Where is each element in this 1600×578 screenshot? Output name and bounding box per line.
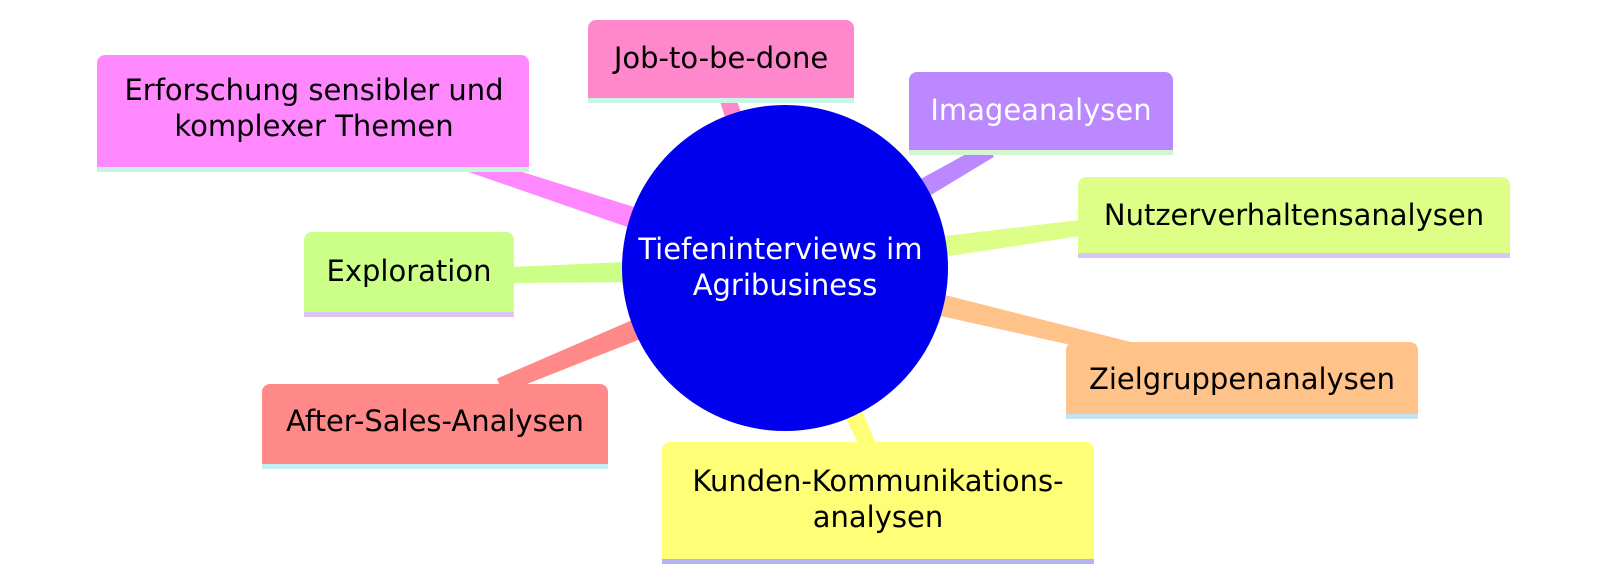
center-label-line-2: Agribusiness — [693, 268, 878, 302]
node-label-job-to-be-done-line-1: Job-to-be-done — [612, 41, 828, 75]
node-underline-imageanalysen — [909, 150, 1173, 155]
node-underline-zielgruppenanalysen — [1066, 414, 1418, 419]
center-node: Tiefeninterviews im Agribusiness — [622, 105, 948, 431]
node-underline-job-to-be-done — [588, 98, 854, 103]
node-label-after-sales-analysen-line-1: After-Sales-Analysen — [286, 404, 584, 438]
node-label-kunden-kommunikationsanalysen-line-1: Kunden-Kommunikations- — [692, 464, 1063, 498]
node-box-base-job-to-be-done — [588, 88, 854, 98]
node-label-nutzerverhaltensanalysen-line-1: Nutzerverhaltensanalysen — [1104, 198, 1484, 232]
node-box-base-exploration — [304, 302, 514, 312]
node-box-zielgruppenanalysen — [1066, 342, 1418, 414]
node-label-nutzerverhaltensanalysen: Nutzerverhaltensanalysen — [1104, 198, 1484, 232]
node-after-sales-analysen: After-Sales-Analysen — [262, 384, 608, 469]
center-label: Tiefeninterviews im Agribusiness — [637, 232, 931, 302]
node-label-imageanalysen: Imageanalysen — [930, 93, 1151, 127]
node-box-after-sales-analysen — [262, 384, 608, 464]
node-exploration: Exploration — [304, 232, 514, 317]
node-underline-erforschung — [97, 167, 529, 172]
node-box-imageanalysen — [909, 72, 1173, 150]
node-label-after-sales-analysen: After-Sales-Analysen — [286, 404, 584, 438]
node-label-zielgruppenanalysen-line-1: Zielgruppenanalysen — [1089, 362, 1395, 396]
node-label-kunden-kommunikationsanalysen-line-2: analysen — [813, 500, 943, 534]
node-underline-nutzerverhaltensanalysen — [1078, 253, 1510, 258]
node-box-kunden-kommunikationsanalysen — [662, 442, 1094, 559]
node-box-base-nutzerverhaltensanalysen — [1078, 243, 1510, 253]
node-nutzerverhaltensanalysen: Nutzerverhaltensanalysen — [1078, 177, 1510, 258]
node-box-base-zielgruppenanalysen — [1066, 404, 1418, 414]
node-box-job-to-be-done — [588, 20, 854, 98]
node-label-erforschung-line-1: Erforschung sensibler und — [124, 73, 503, 107]
node-box-nutzerverhaltensanalysen — [1078, 177, 1510, 253]
node-label-kunden-kommunikationsanalysen: Kunden-Kommunikations-analysen — [692, 464, 1063, 534]
node-label-erforschung-line-2: komplexer Themen — [174, 109, 453, 143]
center-label-line-1: Tiefeninterviews im — [637, 232, 922, 266]
node-label-zielgruppenanalysen: Zielgruppenanalysen — [1089, 362, 1395, 396]
node-underline-kunden-kommunikationsanalysen — [662, 559, 1094, 564]
node-kunden-kommunikationsanalysen: Kunden-Kommunikations-analysen — [662, 442, 1094, 564]
node-label-exploration-line-1: Exploration — [327, 254, 492, 288]
node-label-job-to-be-done: Job-to-be-done — [612, 41, 828, 75]
node-underline-after-sales-analysen — [262, 464, 608, 469]
node-imageanalysen: Imageanalysen — [909, 72, 1173, 155]
node-box-base-kunden-kommunikationsanalysen — [662, 549, 1094, 559]
node-box-exploration — [304, 232, 514, 312]
node-job-to-be-done: Job-to-be-done — [588, 20, 854, 103]
node-box-base-imageanalysen — [909, 140, 1173, 150]
node-label-exploration: Exploration — [327, 254, 492, 288]
center-circle — [622, 105, 948, 431]
node-box-base-after-sales-analysen — [262, 454, 608, 464]
node-box-base-erforschung — [97, 157, 529, 167]
node-label-imageanalysen-line-1: Imageanalysen — [930, 93, 1151, 127]
node-box-erforschung — [97, 55, 529, 167]
node-zielgruppenanalysen: Zielgruppenanalysen — [1066, 342, 1418, 419]
node-underline-exploration — [304, 312, 514, 317]
